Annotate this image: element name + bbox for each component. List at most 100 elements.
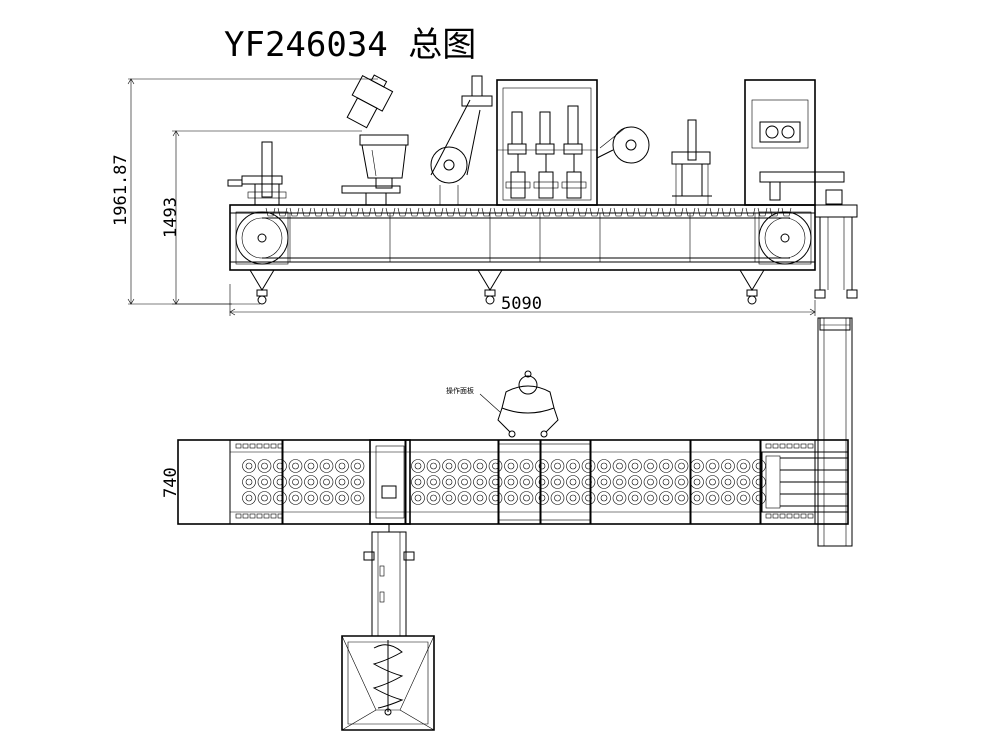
cup-mold [493, 207, 504, 217]
cup-pocket-inner [261, 494, 268, 502]
cup-pocket [659, 491, 673, 505]
cup-pocket-inner [430, 462, 437, 470]
chain-link [786, 443, 793, 449]
cup-pocket [566, 459, 580, 473]
chain-link [242, 443, 249, 449]
cup-pocket-inner [276, 462, 284, 470]
cup-pocket-inner [693, 462, 701, 470]
cup-pocket-inner [338, 462, 346, 470]
cup-mold [745, 207, 756, 217]
cup-pocket [335, 475, 349, 489]
cup-pocket-inner [445, 494, 453, 502]
chain-link [786, 513, 793, 519]
cup-pocket [288, 491, 303, 505]
cup-pocket-inner [307, 494, 315, 502]
cup-pocket-inner [292, 478, 299, 486]
cup-pocket-inner [538, 494, 546, 502]
cup-pocket [488, 459, 503, 473]
cup-pocket [519, 475, 534, 489]
cup-pocket [736, 459, 751, 473]
cup-pocket-inner [245, 478, 253, 486]
cup-pocket [426, 475, 441, 489]
cup-pocket-inner [554, 462, 561, 470]
dimension-overall-length: 5090 [229, 284, 816, 316]
cup-pocket-inner [292, 494, 299, 502]
chain-link [263, 513, 270, 519]
cup-pocket-inner [616, 462, 623, 470]
cup-pocket [442, 475, 456, 489]
cup-pocket [535, 491, 549, 505]
cup-pocket [566, 491, 580, 505]
cup-pocket-inner [631, 478, 639, 486]
cup-mold [481, 207, 492, 217]
cup-pocket [350, 459, 365, 473]
operator-panel-label: 操作面板 [446, 386, 474, 395]
cup-pocket-inner [585, 462, 592, 470]
cup-pocket-inner [740, 478, 747, 486]
cup-mold [589, 207, 600, 217]
cup-pocket-inner [585, 494, 592, 502]
chain-link [270, 513, 277, 519]
chain-link [807, 443, 814, 449]
cup-pocket [457, 459, 472, 473]
film-unwind-roll [430, 75, 493, 205]
cup-pocket [304, 475, 318, 489]
cup-pocket-inner [445, 478, 453, 486]
cup-mold [301, 207, 312, 217]
cup-pocket-inner [569, 478, 577, 486]
cup-pocket [535, 475, 549, 489]
chain-link [772, 513, 779, 519]
cup-pocket [628, 491, 642, 505]
cup-pocket-inner [647, 462, 654, 470]
dimension-overall-height: 1961.87 [111, 78, 378, 305]
cup-pocket-inner [678, 494, 685, 502]
chain-link [277, 513, 284, 519]
cup-pocket [721, 459, 735, 473]
cup-pocket-inner [600, 478, 608, 486]
cup-pocket-inner [276, 494, 284, 502]
cup-pocket [335, 491, 349, 505]
cup-pocket-inner [261, 462, 268, 470]
plan-cup-grid [242, 459, 766, 505]
outlet-conveyor-plan [817, 317, 853, 547]
cup-pocket-inner [740, 462, 747, 470]
cup-pocket [273, 475, 287, 489]
cup-pocket-inner [662, 462, 670, 470]
cup-pocket [411, 459, 425, 473]
cup-pocket [504, 491, 518, 505]
cup-mold [397, 207, 408, 217]
chain-link [807, 513, 814, 519]
cup-pocket-inner [461, 478, 468, 486]
cup-mold [313, 207, 324, 217]
cup-pocket-inner [261, 478, 268, 486]
cup-pocket-inner [600, 462, 608, 470]
cup-pocket [288, 459, 303, 473]
cup-pocket [519, 491, 534, 505]
cup-molds [265, 207, 792, 217]
plan-view: 操作面板 740 [161, 317, 853, 731]
cup-pocket [721, 475, 735, 489]
cup-pocket-inner [414, 462, 422, 470]
dimension-frame-height-text: 1493 [161, 197, 181, 238]
cup-mold [433, 207, 444, 217]
cup-pocket [643, 459, 658, 473]
cup-pocket-inner [616, 494, 623, 502]
cup-pocket [426, 491, 441, 505]
cup-pocket [488, 475, 503, 489]
cup-pocket [257, 475, 272, 489]
right-sprocket [758, 211, 812, 265]
cup-pocket [257, 459, 272, 473]
cup-pocket-inner [554, 478, 561, 486]
cup-pocket [566, 475, 580, 489]
cup-pocket [674, 459, 689, 473]
powder-hopper [341, 74, 409, 206]
chain-link [256, 443, 263, 449]
dimension-frame-height: 1493 [161, 130, 362, 305]
cup-pocket-inner [307, 478, 315, 486]
cup-pocket [690, 475, 704, 489]
cup-mold [709, 207, 720, 217]
cup-pocket-inner [538, 478, 546, 486]
cup-pocket [473, 459, 487, 473]
cup-pocket [242, 475, 256, 489]
chain-link [277, 443, 284, 449]
